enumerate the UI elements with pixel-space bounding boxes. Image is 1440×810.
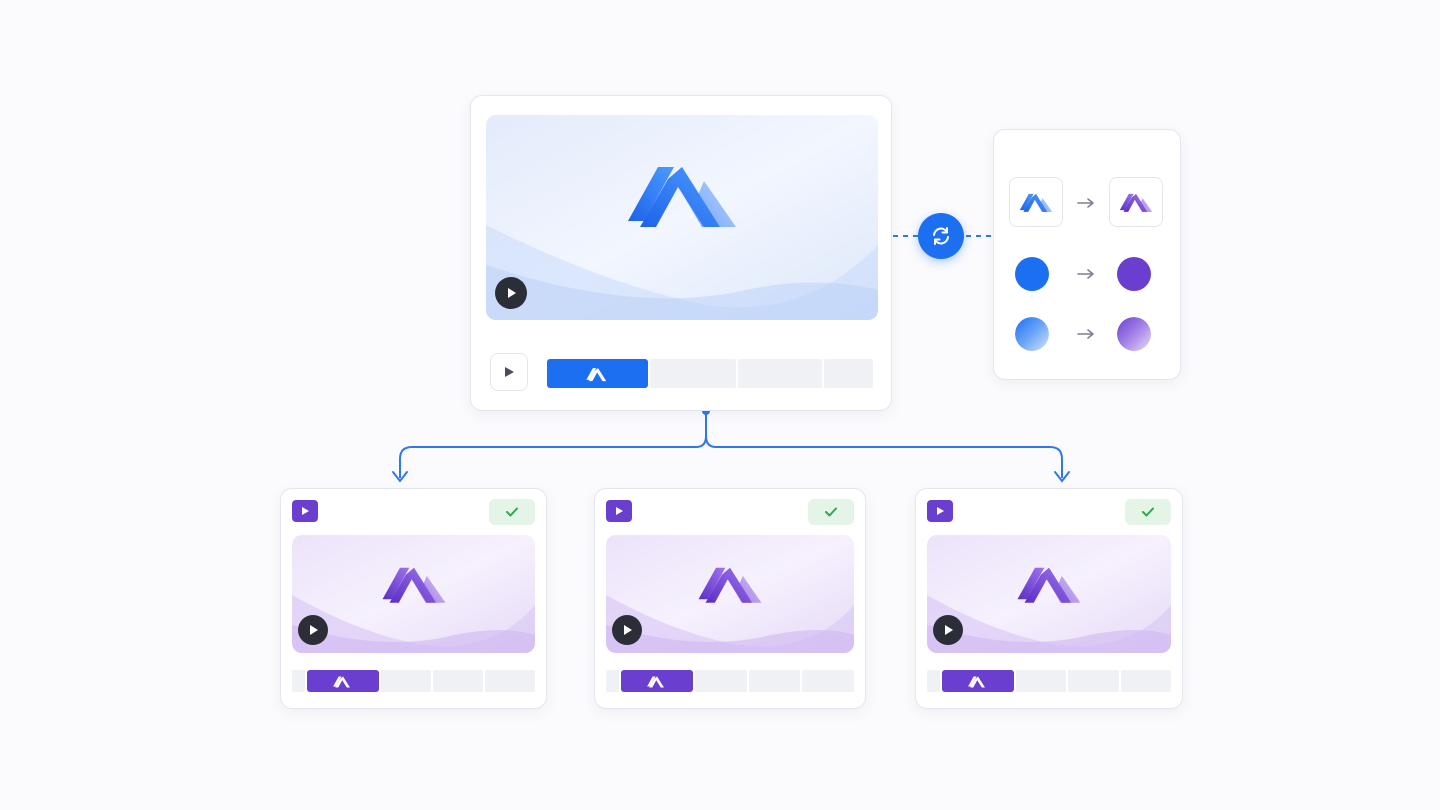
timeline-segment-active[interactable] xyxy=(307,670,379,692)
gradient-swatch-to xyxy=(1117,317,1151,351)
preview-background xyxy=(486,115,878,320)
play-icon xyxy=(505,367,514,377)
timeline-segment[interactable] xyxy=(695,670,747,692)
mountain-logo-icon xyxy=(698,567,762,603)
timeline-segment-active[interactable] xyxy=(942,670,1014,692)
video-icon xyxy=(292,500,318,522)
timeline-segment[interactable] xyxy=(650,359,736,388)
play-icon[interactable] xyxy=(612,615,642,645)
refresh-icon xyxy=(933,227,949,245)
mountain-logo-icon xyxy=(628,167,736,227)
output-video-card[interactable] xyxy=(594,488,866,709)
timeline-segment[interactable] xyxy=(738,359,822,388)
video-icon xyxy=(927,500,953,522)
mountain-logo-icon xyxy=(1017,567,1081,603)
output-video-preview[interactable] xyxy=(927,535,1171,653)
arrow-right-icon xyxy=(1077,269,1094,279)
timeline-segment-active[interactable] xyxy=(621,670,693,692)
timeline-segment[interactable] xyxy=(485,670,535,692)
source-video-preview[interactable] xyxy=(486,115,878,320)
source-video-card[interactable] xyxy=(470,95,892,411)
video-icon xyxy=(606,500,632,522)
timeline-segment[interactable] xyxy=(748,670,801,692)
preview-background xyxy=(292,535,535,653)
play-button[interactable] xyxy=(490,353,528,391)
mountain-logo-icon xyxy=(585,367,606,381)
timeline[interactable] xyxy=(927,670,1171,692)
timeline-segment[interactable] xyxy=(292,670,305,692)
color-swatch-to xyxy=(1117,257,1151,291)
output-video-preview[interactable] xyxy=(606,535,854,653)
checkmark-icon xyxy=(1125,499,1171,525)
preview-background xyxy=(606,535,854,653)
logo-tile-from xyxy=(1009,177,1063,227)
color-swatch-from xyxy=(1015,257,1049,291)
preview-background xyxy=(927,535,1171,653)
arrow-right-icon xyxy=(1077,329,1094,339)
mountain-logo-icon xyxy=(968,676,985,688)
checkmark-icon xyxy=(489,499,535,525)
timeline-segment[interactable] xyxy=(606,670,619,692)
sync-button[interactable] xyxy=(918,213,964,259)
play-icon[interactable] xyxy=(495,277,527,309)
output-video-preview[interactable] xyxy=(292,535,535,653)
gradient-swatch-from xyxy=(1015,317,1049,351)
timeline-segment[interactable] xyxy=(802,670,855,692)
timeline[interactable] xyxy=(292,670,535,692)
play-icon[interactable] xyxy=(933,615,963,645)
mountain-logo-icon xyxy=(1019,193,1053,212)
timeline-segment[interactable] xyxy=(1120,670,1171,692)
arrow-right-icon xyxy=(1077,198,1094,208)
rebrand-mapping-card xyxy=(993,129,1181,380)
timeline[interactable] xyxy=(547,359,873,388)
timeline-segment-active[interactable] xyxy=(547,359,648,388)
timeline-segment[interactable] xyxy=(824,359,873,388)
mountain-logo-icon xyxy=(382,567,445,603)
output-video-card[interactable] xyxy=(280,488,547,709)
mountain-logo-icon xyxy=(1119,193,1153,212)
checkmark-icon xyxy=(808,499,854,525)
timeline-segment[interactable] xyxy=(433,670,483,692)
timeline-segment[interactable] xyxy=(381,670,431,692)
timeline-segment[interactable] xyxy=(1068,670,1119,692)
timeline[interactable] xyxy=(606,670,855,692)
play-icon[interactable] xyxy=(298,615,328,645)
mountain-logo-icon xyxy=(647,676,664,688)
mountain-logo-icon xyxy=(333,676,350,688)
logo-tile-to xyxy=(1109,177,1163,227)
output-video-card[interactable] xyxy=(915,488,1183,709)
timeline-segment[interactable] xyxy=(1016,670,1067,692)
timeline-segment[interactable] xyxy=(927,670,940,692)
